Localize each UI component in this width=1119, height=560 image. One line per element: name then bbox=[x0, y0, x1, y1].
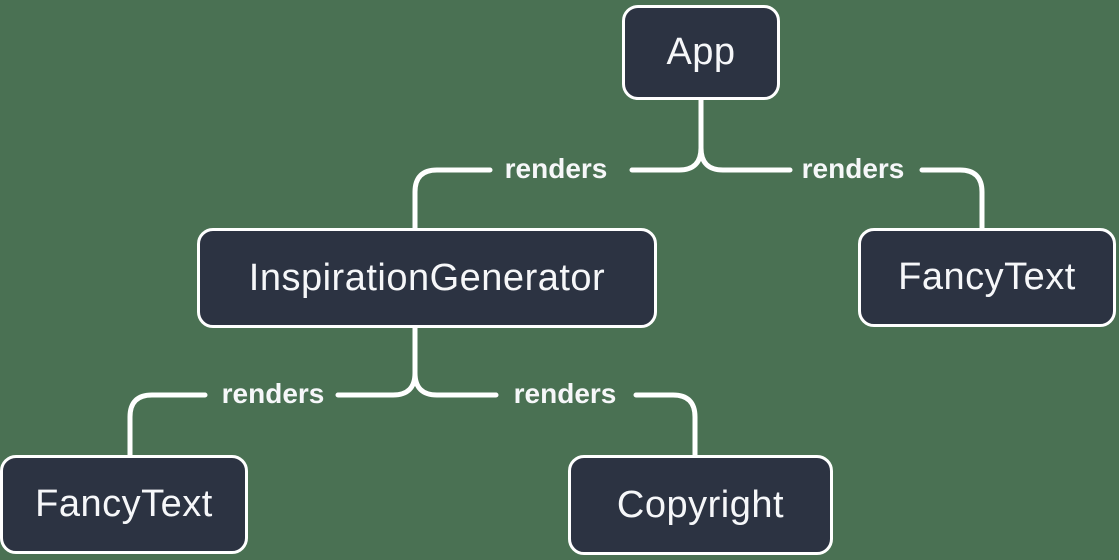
edge-label-renders-app-right: renders bbox=[801, 153, 905, 184]
node-fancy-text-bottom: FancyText bbox=[0, 455, 248, 554]
edge-ig-stem-right bbox=[412, 325, 499, 398]
node-app: App bbox=[622, 5, 780, 100]
edge-ig-stem-left bbox=[335, 325, 418, 398]
edge-label-renders-app-left: renders bbox=[504, 153, 608, 184]
edge-label-renders-ig-right: renders bbox=[513, 378, 617, 409]
edge-app-stem-right bbox=[698, 97, 793, 173]
node-fancy-text-top: FancyText bbox=[858, 228, 1116, 327]
node-copyright: Copyright bbox=[568, 455, 833, 555]
edge-to-copyright bbox=[633, 392, 698, 458]
edge-label-renders-ig-left: renders bbox=[221, 378, 325, 409]
edge-to-fancy-text-bottom bbox=[127, 392, 208, 458]
edge-to-fancy-text-top bbox=[919, 167, 985, 231]
edge-app-stem-left bbox=[629, 97, 704, 173]
node-inspiration-generator: InspirationGenerator bbox=[197, 228, 657, 328]
edge-to-inspiration-generator bbox=[412, 167, 493, 231]
